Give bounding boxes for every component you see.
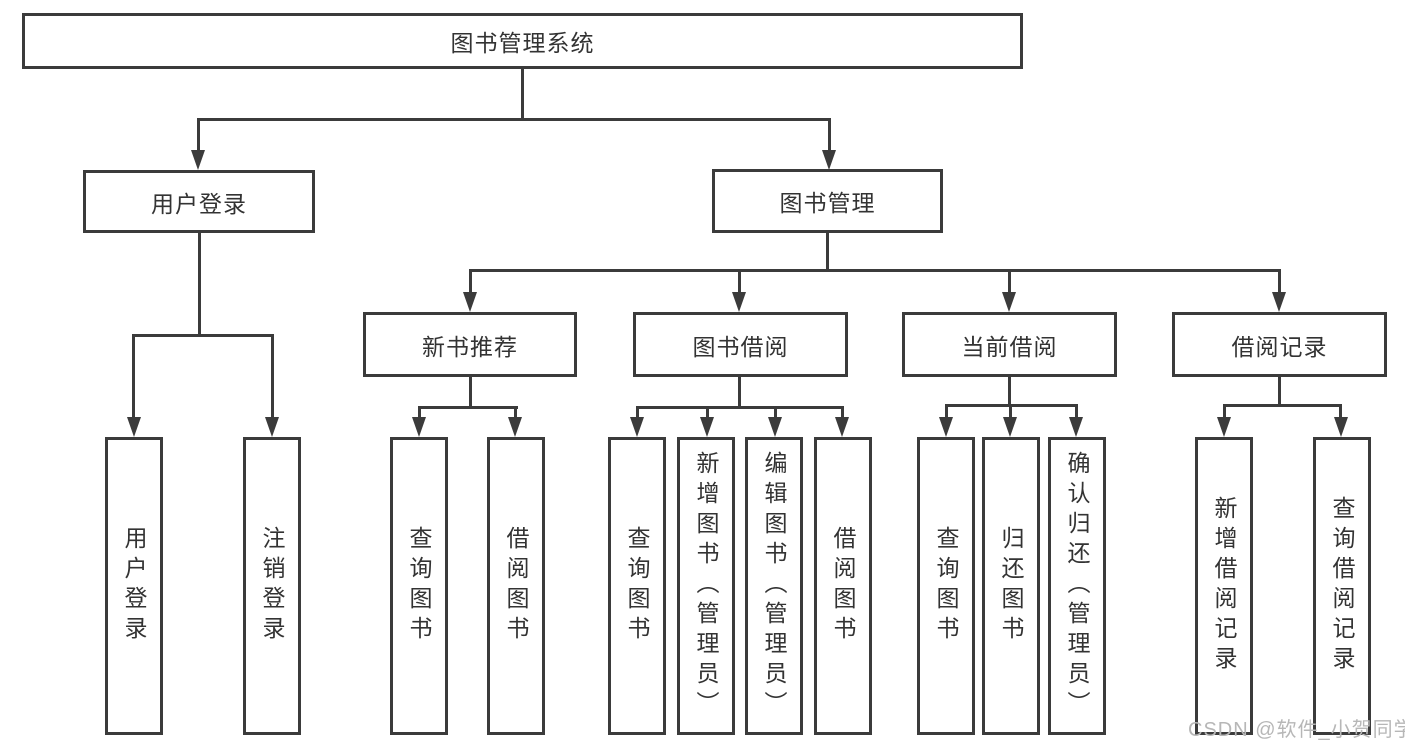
connector-line [1009,404,1012,419]
connector-line [1278,375,1281,407]
leaf-nb-query-books: 查询图书 [390,437,448,735]
leaf-cb-query-books: 查询图书 [917,437,975,735]
node-book-borrowing: 图书借阅 [633,312,848,377]
connector-line [826,233,829,271]
arrow-down-icon [412,417,426,437]
leaf-bb-add-books-admin: 新增图书（管理员） [677,437,735,735]
connector-line [197,118,200,151]
csdn-watermark: CSDN @软件_小贺同学 [1188,719,1405,741]
connector-line [636,406,639,419]
node-root: 图书管理系统 [22,13,1023,69]
arrow-down-icon [463,292,477,312]
leaf-br-query-record: 查询借阅记录 [1313,437,1371,735]
leaf-user-login: 用户登录 [105,437,163,735]
connector-line [738,375,741,408]
node-book-management: 图书管理 [712,169,943,233]
arrow-down-icon [700,417,714,437]
arrow-down-icon [1003,417,1017,437]
arrow-down-icon [265,417,279,437]
connector-line [132,334,135,419]
arrow-down-icon [630,417,644,437]
node-user-login: 用户登录 [83,170,315,233]
node-borrowing-records: 借阅记录 [1172,312,1387,377]
arrow-down-icon [508,417,522,437]
connector-line [1223,404,1342,407]
node-new-book-recommend: 新书推荐 [363,312,577,377]
connector-line [828,118,831,151]
connector-line [706,406,709,419]
leaf-bb-edit-books-admin: 编辑图书（管理员） [745,437,803,735]
connector-line [1223,404,1226,419]
arrow-down-icon [191,150,205,170]
connector-line [1008,269,1011,294]
arrow-down-icon [1272,292,1286,312]
node-current-borrowing: 当前借阅 [902,312,1117,377]
connector-line [636,406,844,409]
arrow-down-icon [1334,417,1348,437]
connector-line [945,404,948,419]
arrow-down-icon [822,150,836,170]
arrow-down-icon [835,417,849,437]
connector-line [418,406,518,409]
connector-line [271,334,274,419]
leaf-br-add-record: 新增借阅记录 [1195,437,1253,735]
leaf-nb-borrow-books: 借阅图书 [487,437,545,735]
leaf-cb-confirm-return-admin: 确认归还（管理员） [1048,437,1106,735]
connector-line [841,406,844,419]
connector-line [521,69,524,118]
arrow-down-icon [732,292,746,312]
arrow-down-icon [1069,417,1083,437]
connector-line [132,334,274,337]
leaf-bb-borrow-books: 借阅图书 [814,437,872,735]
connector-line [469,269,472,294]
connector-line [774,406,777,419]
connector-line [469,375,472,408]
connector-line [1075,404,1078,419]
connector-line [198,232,201,336]
connector-line [1339,404,1342,419]
leaf-logout: 注销登录 [243,437,301,735]
connector-line [469,269,1281,272]
connector-line [514,406,517,419]
leaf-cb-return-books: 归还图书 [982,437,1040,735]
arrow-down-icon [127,417,141,437]
arrow-down-icon [939,417,953,437]
connector-line [1278,269,1281,294]
connector-line [197,118,831,121]
leaf-bb-query-books: 查询图书 [608,437,666,735]
arrow-down-icon [1002,292,1016,312]
connector-line [738,269,741,294]
connector-line [418,406,421,419]
connector-line [1008,375,1011,407]
arrow-down-icon [768,417,782,437]
arrow-down-icon [1217,417,1231,437]
